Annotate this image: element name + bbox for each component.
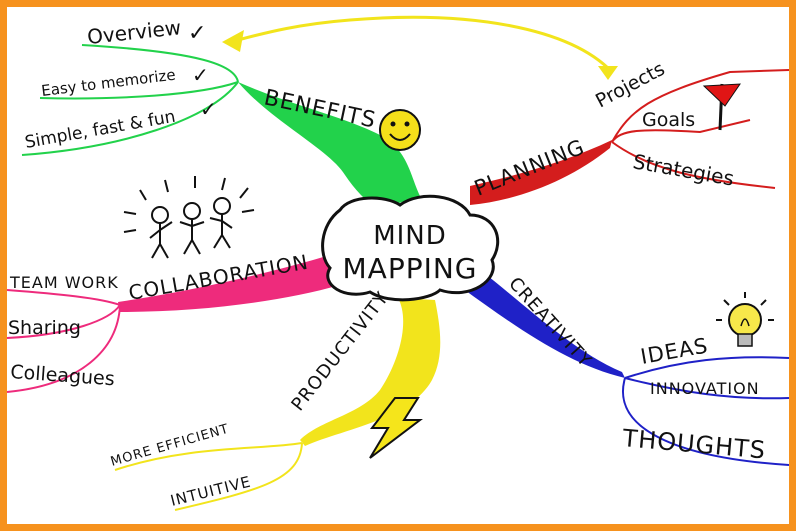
lightning-icon: [369, 397, 423, 459]
arrowhead-down: [598, 66, 618, 80]
productivity-leaf-lines: [114, 442, 303, 511]
check-simple: ✓: [200, 97, 217, 121]
creativity-leaf-ideas: IDEAS: [639, 333, 710, 369]
benefits-leaf-simple: Simple, fast & fun: [23, 107, 177, 153]
mind-map-diagram: MIND MAPPING BENEFITS PLANNING COLLABORA…: [7, 15, 789, 511]
creativity-leaf-thoughts: THOUGHTS: [620, 424, 767, 465]
productivity-leaf-intuitive: INTUITIVE: [169, 472, 253, 509]
flag-icon: [702, 83, 741, 131]
collaboration-leaf-sharing: Sharing: [8, 317, 81, 339]
collaboration-leaf-colleagues: Colleagues: [10, 361, 116, 390]
productivity-branch: [300, 298, 441, 446]
creativity-branch: [462, 270, 625, 378]
productivity-leaf-efficient: MORE EFFICIENT: [109, 422, 231, 470]
planning-branch: [470, 140, 612, 205]
planning-leaf-strategies: Strategies: [631, 149, 736, 190]
collaboration-leaf-teamwork: TEAM WORK: [9, 273, 119, 292]
smiley-icon: [379, 109, 421, 151]
center-title-line1: MIND: [373, 221, 447, 251]
arrowhead-left: [222, 30, 244, 52]
benefits-leaf-overview: Overview: [86, 15, 182, 49]
benefits-leaf-lines: [21, 44, 239, 156]
collaboration-branch: [118, 255, 340, 312]
check-overview: ✓: [188, 21, 206, 46]
center-title-line2: MAPPING: [343, 252, 478, 285]
check-memorize: ✓: [192, 63, 209, 87]
benefits-branch: [238, 82, 420, 210]
planning-leaf-goals: Goals: [642, 109, 695, 131]
stick-figures-icon: [123, 176, 255, 259]
creativity-leaf-lines: [622, 356, 789, 466]
creativity-leaf-innovation: INNOVATION: [650, 379, 760, 398]
lightbulb-icon: [716, 292, 774, 347]
feedback-arrow: [237, 15, 614, 74]
collaboration-leaf-lines: [7, 289, 121, 393]
center-cloud: [321, 194, 500, 302]
planning-leaf-lines: [611, 69, 789, 189]
